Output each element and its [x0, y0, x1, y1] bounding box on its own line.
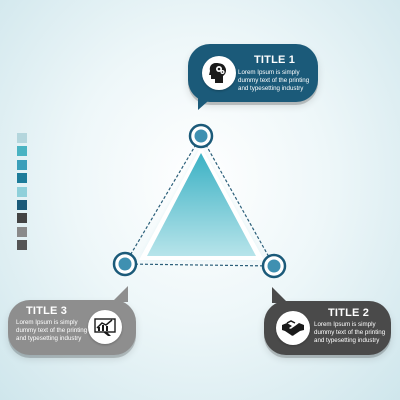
callout-3-pointer	[112, 286, 128, 302]
callout-1-pointer	[198, 94, 216, 110]
callout-1-text: Lorem Ipsum is simply dummy text of the …	[238, 69, 310, 92]
callout-1: TITLE 1 Lorem Ipsum is simply dummy text…	[188, 44, 318, 110]
color-swatch	[17, 159, 27, 170]
color-swatch	[17, 213, 27, 224]
callout-2: TITLE 2 Lorem Ipsum is simply dummy text…	[264, 287, 391, 355]
growth-chart-icon	[88, 310, 122, 344]
head-gears-icon	[202, 56, 236, 90]
color-swatch	[17, 226, 27, 237]
color-swatch	[17, 240, 27, 251]
color-swatch	[17, 146, 27, 157]
edge-bottom	[124, 263, 275, 267]
handshake-icon	[276, 311, 310, 345]
color-swatch	[17, 173, 27, 184]
callout-3: TITLE 3 Lorem Ipsum is simply dummy text…	[8, 286, 136, 355]
triangle-fill	[147, 153, 256, 256]
color-swatch	[17, 133, 27, 143]
callout-2-text: Lorem Ipsum is simply dummy text of the …	[314, 321, 386, 344]
color-swatch	[17, 199, 27, 210]
callout-3-text: Lorem Ipsum is simply dummy text of the …	[16, 319, 88, 342]
node-right	[261, 253, 287, 279]
callout-1-title: TITLE 1	[254, 54, 296, 66]
color-swatch	[17, 186, 27, 197]
node-top	[188, 123, 214, 149]
callout-2-pointer	[272, 287, 288, 303]
callout-2-title: TITLE 2	[328, 307, 370, 319]
callout-3-title: TITLE 3	[26, 305, 68, 317]
color-palette	[17, 133, 27, 254]
node-left	[112, 251, 138, 277]
